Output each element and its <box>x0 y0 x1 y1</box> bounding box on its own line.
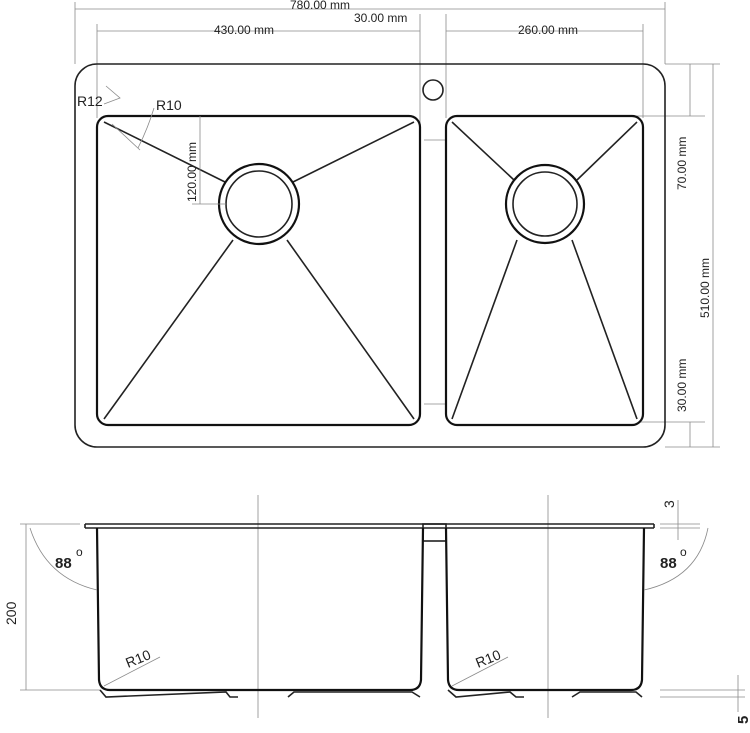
label-left-angle: 88 <box>55 555 72 572</box>
large-bowl-slope-lines <box>103 121 415 420</box>
left-angle-arc <box>29 527 98 591</box>
dim-total-width: 780.00 mm <box>290 0 350 12</box>
label-right-angle: 88 <box>660 555 677 572</box>
section-flange <box>84 523 655 542</box>
label-inner-radius: R10 <box>156 97 182 113</box>
small-bowl-drain-inner <box>512 171 578 237</box>
right-bowl-section-wall <box>444 527 646 692</box>
left-angle-degree-symbol: o <box>76 545 83 559</box>
large-bowl-outline <box>95 114 422 427</box>
label-section-height: 200 <box>3 601 19 625</box>
radius-callouts <box>103 85 155 151</box>
dim-total-depth: 510.00 mm <box>698 258 712 318</box>
dim-right-bowl-width: 260.00 mm <box>518 23 578 37</box>
dim-drain-offset: 120.00 mm <box>185 142 199 202</box>
left-radius-leader <box>103 656 161 687</box>
label-right-bottom-radius: R10 <box>473 646 503 671</box>
plan-view: 780.00 mm 430.00 mm 30.00 mm 260.00 mm 5… <box>74 0 720 448</box>
section-view: 200 88 o 88 o 3 5 R10 R10 <box>3 495 750 724</box>
section-centerlines <box>20 495 745 718</box>
label-flange-thickness: 3 <box>661 500 677 508</box>
dim-left-bowl-width: 430.00 mm <box>214 23 274 37</box>
right-radius-leader <box>451 656 509 687</box>
label-base-offset: 5 <box>735 716 750 724</box>
left-bowl-base-feet <box>99 689 421 698</box>
right-bowl-base-feet <box>447 689 643 698</box>
dim-bottom-margin: 30.00 mm <box>675 359 689 412</box>
label-left-bottom-radius: R10 <box>123 646 153 671</box>
small-bowl-drain-outer <box>504 163 586 245</box>
right-dimension-lines <box>600 63 720 448</box>
small-bowl-slope-lines <box>451 121 638 420</box>
bowl-divider <box>424 139 446 405</box>
top-dimension-lines <box>74 2 666 135</box>
sink-outer-outline <box>74 63 666 448</box>
label-outer-radius: R12 <box>77 93 103 109</box>
left-bowl-section-wall <box>95 527 425 692</box>
large-bowl-drain-outer <box>217 162 301 246</box>
large-bowl-drain-inner <box>225 170 293 238</box>
faucet-hole <box>422 79 444 101</box>
right-angle-degree-symbol: o <box>680 545 687 559</box>
small-bowl-outline <box>444 114 645 427</box>
dim-top-margin: 70.00 mm <box>675 137 689 190</box>
right-angle-arc <box>643 527 709 591</box>
dim-divider-width: 30.00 mm <box>354 11 407 25</box>
